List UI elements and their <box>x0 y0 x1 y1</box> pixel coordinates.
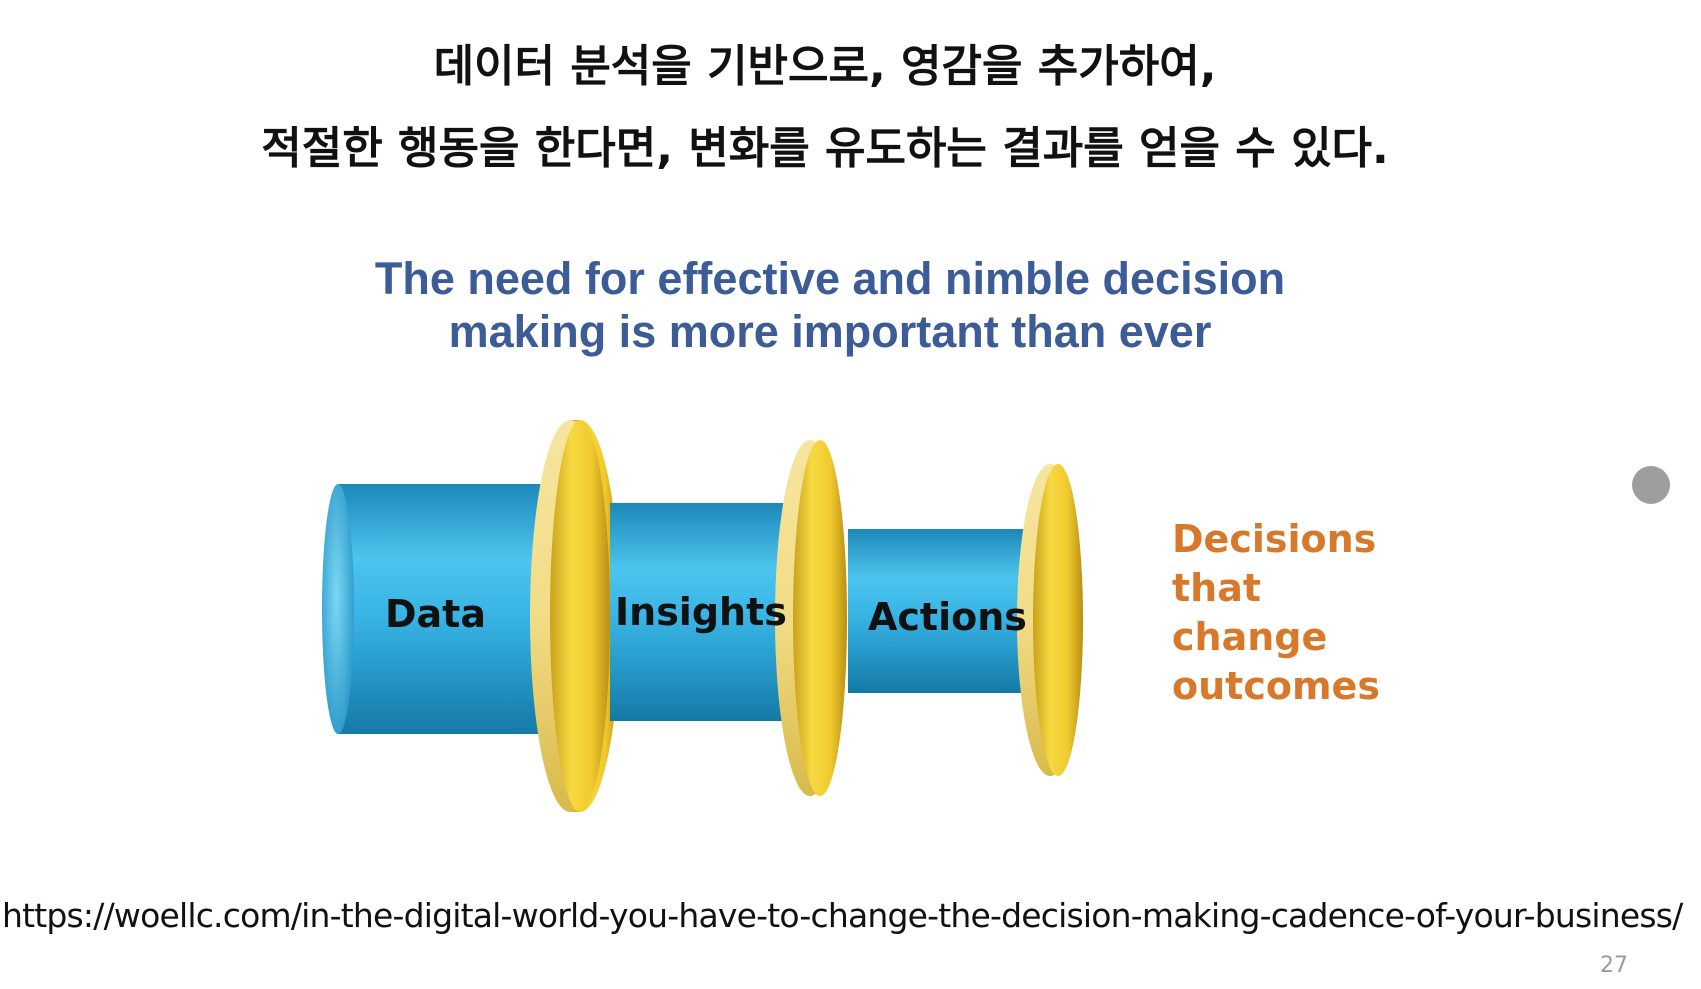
stage-label-actions: Actions <box>868 595 1027 639</box>
data-cylinder <box>322 484 563 734</box>
slide-nav-dot[interactable] <box>1632 466 1670 504</box>
ring-3 <box>1017 464 1083 776</box>
diagram-title-line-2: making is more important than ever <box>448 306 1212 357</box>
source-link[interactable]: https://woellc.com/in-the-digital-world-… <box>2 896 1683 935</box>
stage-label-data: Data <box>385 592 486 636</box>
outcome-line-1: Decisions <box>1172 517 1376 561</box>
outcome-line-2: that <box>1172 566 1261 610</box>
diagram-title-line-1: The need for effective and nimble decisi… <box>374 253 1286 304</box>
headline-line-2: 적절한 행동을 한다면, 변화를 유도하는 결과를 얻을 수 있다. <box>261 123 1389 174</box>
ring-2 <box>775 440 847 796</box>
slide-number: 27 <box>1600 953 1628 978</box>
stage-label-insights: Insights <box>615 590 787 634</box>
ring-1 <box>530 420 620 812</box>
outcome-line-4: outcomes <box>1172 664 1380 708</box>
headline-line-1: 데이터 분석을 기반으로, 영감을 추가하여, <box>433 41 1217 92</box>
outcome-line-3: change <box>1172 615 1327 659</box>
